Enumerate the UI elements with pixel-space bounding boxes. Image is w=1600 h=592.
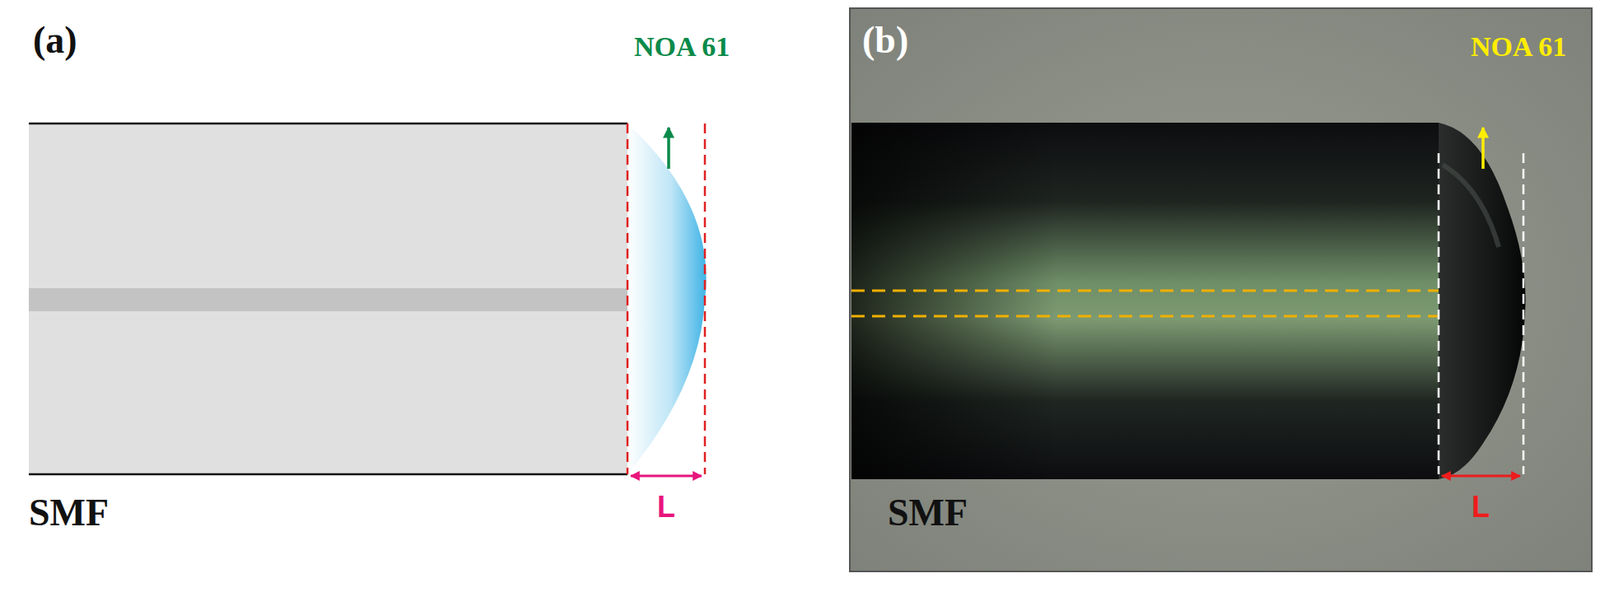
fiber-body — [28, 123, 628, 475]
pointer-arrow — [1481, 127, 1485, 169]
dashed-guide — [626, 123, 630, 475]
material-label: NOA 61 — [634, 32, 730, 61]
schematic-panel — [28, 123, 707, 476]
part-label: SMF — [28, 494, 109, 532]
dimension-label: L — [1471, 492, 1490, 523]
panel-label: (a) — [32, 21, 78, 60]
fiber-shade — [851, 122, 1439, 480]
panel-label: (b) — [862, 21, 909, 60]
dashed-guide — [1437, 153, 1441, 475]
dashed-guide — [1522, 153, 1526, 475]
polymer-lens — [1438, 122, 1526, 480]
fiber-edge — [28, 473, 628, 476]
dimension-label: L — [657, 492, 676, 523]
photo-ground — [849, 8, 1592, 572]
polymer-lens — [627, 123, 707, 475]
length-arrow — [630, 475, 702, 478]
core-guide — [851, 315, 1439, 318]
fiber-body — [851, 122, 1439, 480]
fiber-core — [28, 288, 628, 312]
dashed-guide — [704, 123, 707, 475]
lens-highlight — [1442, 164, 1499, 248]
core-guide — [851, 289, 1439, 293]
material-label: NOA 61 — [1470, 32, 1567, 61]
pointer-arrow — [667, 127, 671, 169]
length-arrow — [1441, 475, 1521, 478]
micrograph-panel — [849, 8, 1592, 572]
fiber-edge — [28, 122, 628, 126]
part-label: SMF — [887, 494, 968, 532]
